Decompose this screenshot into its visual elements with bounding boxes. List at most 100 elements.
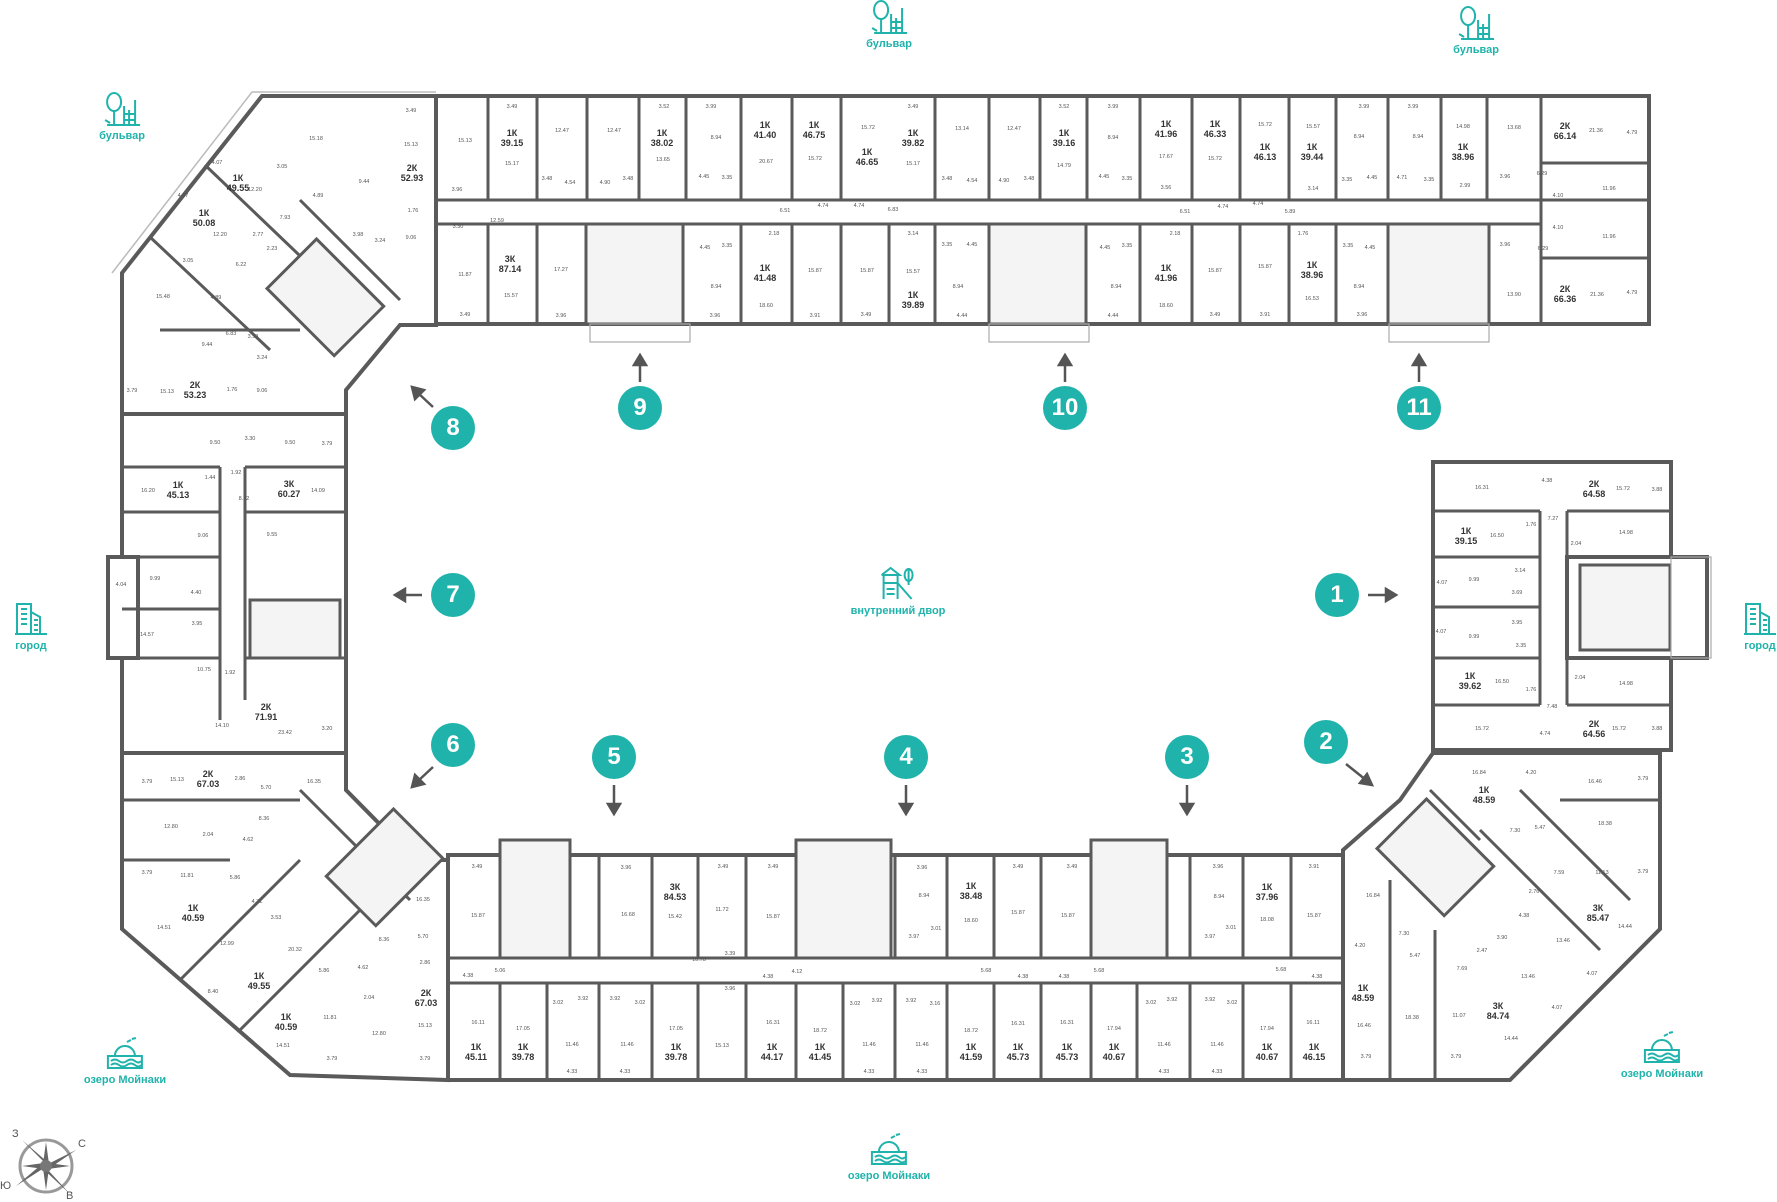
entrance-marker-8[interactable]: 8 xyxy=(431,406,475,450)
apartment-area: 66.14 xyxy=(1553,131,1577,141)
room-area-label: 8.94 xyxy=(710,135,722,141)
room-area-label: 4.54 xyxy=(966,178,978,184)
entrance-marker-7[interactable]: 7 xyxy=(431,573,475,617)
entrance-marker-11[interactable]: 11 xyxy=(1397,386,1441,430)
entrance-marker-2[interactable]: 2 xyxy=(1304,720,1348,764)
apartment-area: 44.17 xyxy=(760,1052,784,1062)
room-area-label: 4.38 xyxy=(1058,974,1070,980)
room-area-label: 2.04 xyxy=(202,832,214,838)
room-area-label: 9.06 xyxy=(256,388,268,394)
room-area-label: 12.80 xyxy=(372,1031,386,1037)
entrance-marker-4[interactable]: 4 xyxy=(884,735,928,779)
room-area-label: 3.16 xyxy=(929,1001,941,1007)
room-area-label: 3.99 xyxy=(1107,104,1119,110)
room-area-label: 4.07 xyxy=(1586,971,1598,977)
entrance-marker-10[interactable]: 10 xyxy=(1043,386,1087,430)
room-area-label: 15.87 xyxy=(766,914,780,920)
room-area-label: 3.96 xyxy=(451,187,463,193)
room-area-label: 11.07 xyxy=(1452,1013,1466,1019)
room-area-label: 3.95 xyxy=(1511,620,1523,626)
room-area-label: 3.35 xyxy=(1121,243,1133,249)
entrance-marker-6[interactable]: 6 xyxy=(431,723,475,767)
entrance-marker-3[interactable]: 3 xyxy=(1165,735,1209,779)
room-area-label: 3.49 xyxy=(860,312,872,318)
room-area-label: 9.99 xyxy=(1468,634,1480,640)
landmark-lake-bottom: озеро Мойнаки xyxy=(848,1132,930,1182)
room-area-label: 3.99 xyxy=(1358,104,1370,110)
apartment-area: 38.96 xyxy=(1300,270,1324,280)
room-area-label: 3.79 xyxy=(1637,776,1649,782)
apartment-type: 1К xyxy=(1160,263,1172,273)
apartment-type: 1К xyxy=(1306,142,1318,152)
room-area-label: 3.05 xyxy=(276,164,288,170)
entrance-arrows xyxy=(392,352,1428,817)
room-area-label: 3.30 xyxy=(244,436,256,442)
entrance-marker-5[interactable]: 5 xyxy=(592,735,636,779)
lake-label: озеро Мойнаки xyxy=(1620,1068,1704,1080)
room-area-label: 16.11 xyxy=(471,1020,485,1026)
apartment-type: 1К xyxy=(759,263,771,273)
entrance-marker-1[interactable]: 1 xyxy=(1315,573,1359,617)
room-area-label: 8.36 xyxy=(258,816,270,822)
entrance-marker-9[interactable]: 9 xyxy=(618,386,662,430)
room-area-label: 12.47 xyxy=(607,128,621,134)
compass-rose: З С Ю В xyxy=(0,1128,88,1202)
room-area-label: 3.30 xyxy=(452,224,464,230)
compass-north: С xyxy=(78,1138,86,1150)
room-area-label: 8.94 xyxy=(1110,284,1122,290)
